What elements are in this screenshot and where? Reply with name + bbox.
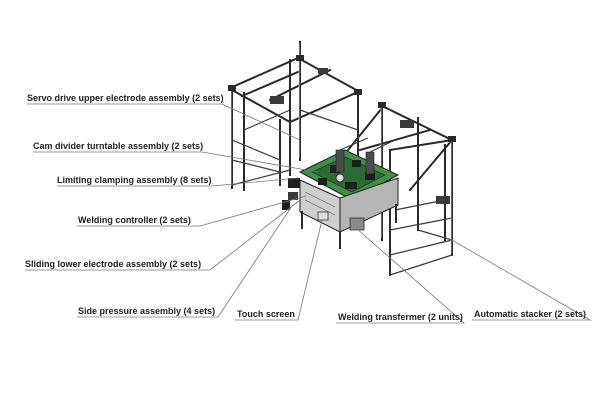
- leader-cam-divider: [33, 151, 319, 173]
- machine-illustration: [228, 41, 456, 276]
- callout-labels: Servo drive upper electrode assembly (2 …: [25, 93, 586, 322]
- label-servo-upper: Servo drive upper electrode assembly (2 …: [27, 93, 224, 103]
- leader-touch-screen: [235, 219, 323, 321]
- leader-servo-upper: [27, 103, 301, 141]
- label-sliding-lower: Sliding lower electrode assembly (2 sets…: [25, 259, 201, 269]
- label-limiting-clamping: Limiting clamping assembly (8 sets): [57, 175, 212, 185]
- leader-limiting-clamping: [57, 177, 299, 187]
- label-touch-screen: Touch screen: [237, 309, 295, 319]
- central-welding-table: [282, 137, 400, 249]
- label-cam-divider: Cam divider turntable assembly (2 sets): [33, 141, 203, 151]
- label-welding-transformer: Welding transfermer (2 units): [338, 312, 463, 322]
- label-automatic-stacker: Automatic stacker (2 sets): [474, 309, 586, 319]
- leader-lines: [25, 103, 592, 324]
- leader-automatic-stacker: [451, 239, 592, 321]
- leader-welding-controller: [77, 195, 307, 227]
- leader-sliding-lower: [25, 199, 301, 271]
- label-welding-controller: Welding controller (2 sets): [78, 215, 191, 225]
- leader-side-pressure: [77, 205, 293, 318]
- leader-welding-transformer: [336, 227, 466, 324]
- label-side-pressure: Side pressure assembly (4 sets): [78, 306, 215, 316]
